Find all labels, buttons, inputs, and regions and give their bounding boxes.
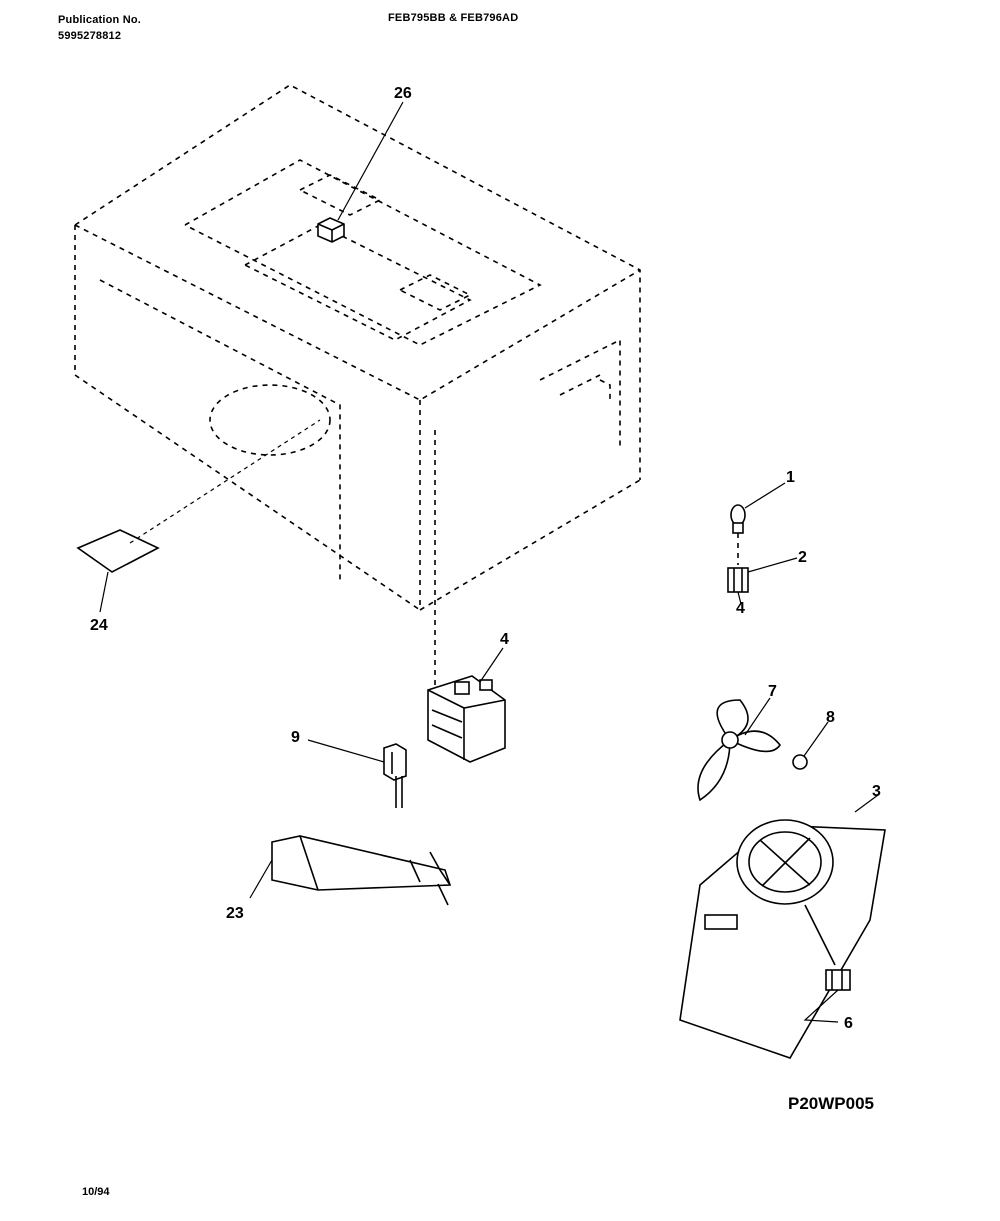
callout-24: 24 [90, 617, 108, 634]
callout-8: 8 [826, 709, 835, 726]
part-2-socket [727, 557, 798, 605]
callout-4-motor: 4 [500, 631, 509, 648]
oven-cabinet [74, 84, 641, 685]
callout-6-clip: 6 [844, 1015, 853, 1032]
callout-2: 2 [798, 549, 807, 566]
part-23-duct [249, 835, 452, 906]
callout-labels: 1 2 4 4 6 7 8 3 6 9 23 24 26 [90, 85, 881, 1032]
part-9-bracket [307, 739, 407, 808]
callout-23: 23 [226, 905, 244, 922]
callout-26: 26 [394, 85, 412, 102]
part-24-mat [76, 419, 321, 613]
publication-label: Publication No. [58, 14, 142, 26]
callout-9: 9 [291, 729, 300, 746]
part-3-fan-housing [679, 794, 886, 1059]
callout-3: 3 [872, 783, 881, 800]
part-4-motor [427, 647, 506, 763]
page-date: 10/94 [82, 1186, 110, 1198]
part-6-motor-clip [803, 969, 851, 1023]
callout-7: 7 [768, 683, 777, 700]
part-7-fan-blade [697, 697, 781, 802]
part-1-bulb [730, 482, 786, 534]
model-numbers: FEB795BB & FEB796AD [388, 12, 519, 24]
callout-1: 1 [786, 469, 795, 486]
publication-number: 5995278812 [58, 30, 122, 42]
callout-4-socket: 4 [736, 600, 745, 617]
part-8-nut [792, 721, 829, 770]
figure-code: P20WP005 [788, 1094, 874, 1113]
part-26-block [317, 101, 404, 243]
